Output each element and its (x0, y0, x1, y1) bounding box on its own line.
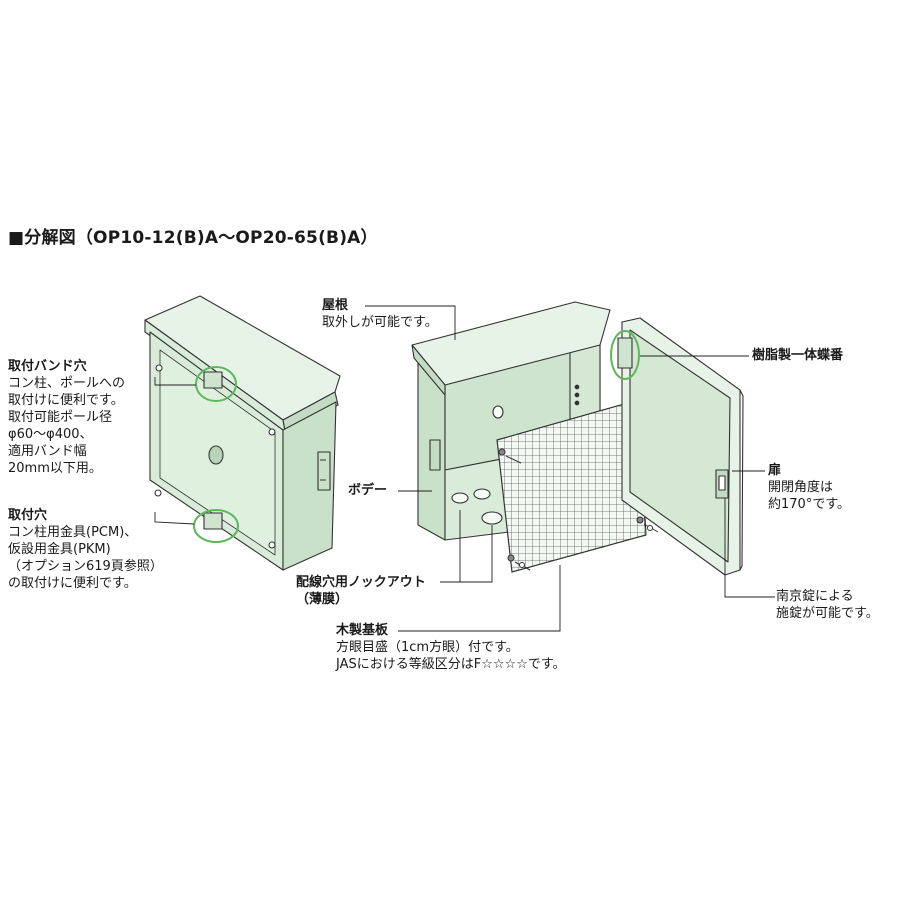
label-mount-hole: 取付穴 コン柱用金具(PCM)、 仮設用金具(PKM) （オプション619頁参照… (8, 507, 163, 592)
roof-line: 取外しが可能です。 (322, 315, 438, 330)
back-view-box (144, 295, 341, 571)
band-hole-heading: 取付バンド穴 (8, 359, 87, 374)
label-door: 扉 開閉角度は 約170°です。 (768, 462, 850, 513)
label-padlock: 南京錠による 施錠が可能です。 (776, 588, 879, 622)
padlock-line: 施錠が可能です。 (776, 606, 879, 621)
mount-hole-line: の取付けに便利です。 (8, 576, 137, 591)
band-hole-line: φ60〜φ400、 (8, 427, 93, 442)
band-hole-line: 適用バンド幅 (8, 444, 87, 459)
mount-hole-heading: 取付穴 (8, 508, 48, 523)
body-heading: ボデー (348, 483, 388, 498)
board-heading: 木製基板 (336, 623, 389, 638)
label-board: 木製基板 方眼目盛（1cm方眼）付です。 JASにおける等級区分はF☆☆☆☆です… (336, 622, 566, 673)
knockout-line: （薄膜） (296, 592, 349, 607)
band-hole-line: 20mm以下用。 (8, 461, 102, 476)
mount-hole-line: （オプション619頁参照） (8, 559, 163, 574)
page-title: ■分解図（OP10-12(B)A〜OP20-65(B)A） (8, 228, 378, 248)
board-line: 方眼目盛（1cm方眼）付です。 (336, 640, 519, 655)
label-knockout: 配線穴用ノックアウト （薄膜） (296, 574, 426, 608)
hinge-heading: 樹脂製一体蝶番 (752, 348, 844, 363)
mount-hole-line: 仮設用金具(PKM) (8, 542, 111, 557)
roof-heading: 屋根 (322, 298, 349, 313)
band-hole-highlight (195, 366, 237, 402)
hinge-highlight (610, 330, 640, 380)
padlock-line: 南京錠による (776, 589, 854, 604)
label-roof: 屋根 取外しが可能です。 (322, 297, 438, 331)
door-line: 約170°です。 (768, 497, 851, 512)
leader-lines (154, 305, 775, 632)
label-hinge: 樹脂製一体蝶番 (752, 347, 843, 364)
knockout-heading: 配線穴用ノックアウト (296, 575, 426, 590)
mount-hole-highlight (193, 509, 239, 543)
mount-hole-line: コン柱用金具(PCM)、 (8, 525, 138, 540)
door-heading: 扉 (768, 463, 782, 478)
label-body: ボデー (348, 482, 387, 499)
band-hole-line: 取付可能ポール径 (8, 410, 113, 425)
label-band-hole: 取付バンド穴 コン柱、ポールへの 取付けに便利です。 取付可能ポール径 φ60〜… (8, 358, 125, 477)
door-line: 開閉角度は (768, 480, 834, 495)
door (617, 317, 744, 576)
board-line: JASにおける等級区分はF☆☆☆☆です。 (336, 657, 566, 672)
band-hole-line: 取付けに便利です。 (8, 393, 124, 408)
band-hole-line: コン柱、ポールへの (8, 376, 126, 391)
